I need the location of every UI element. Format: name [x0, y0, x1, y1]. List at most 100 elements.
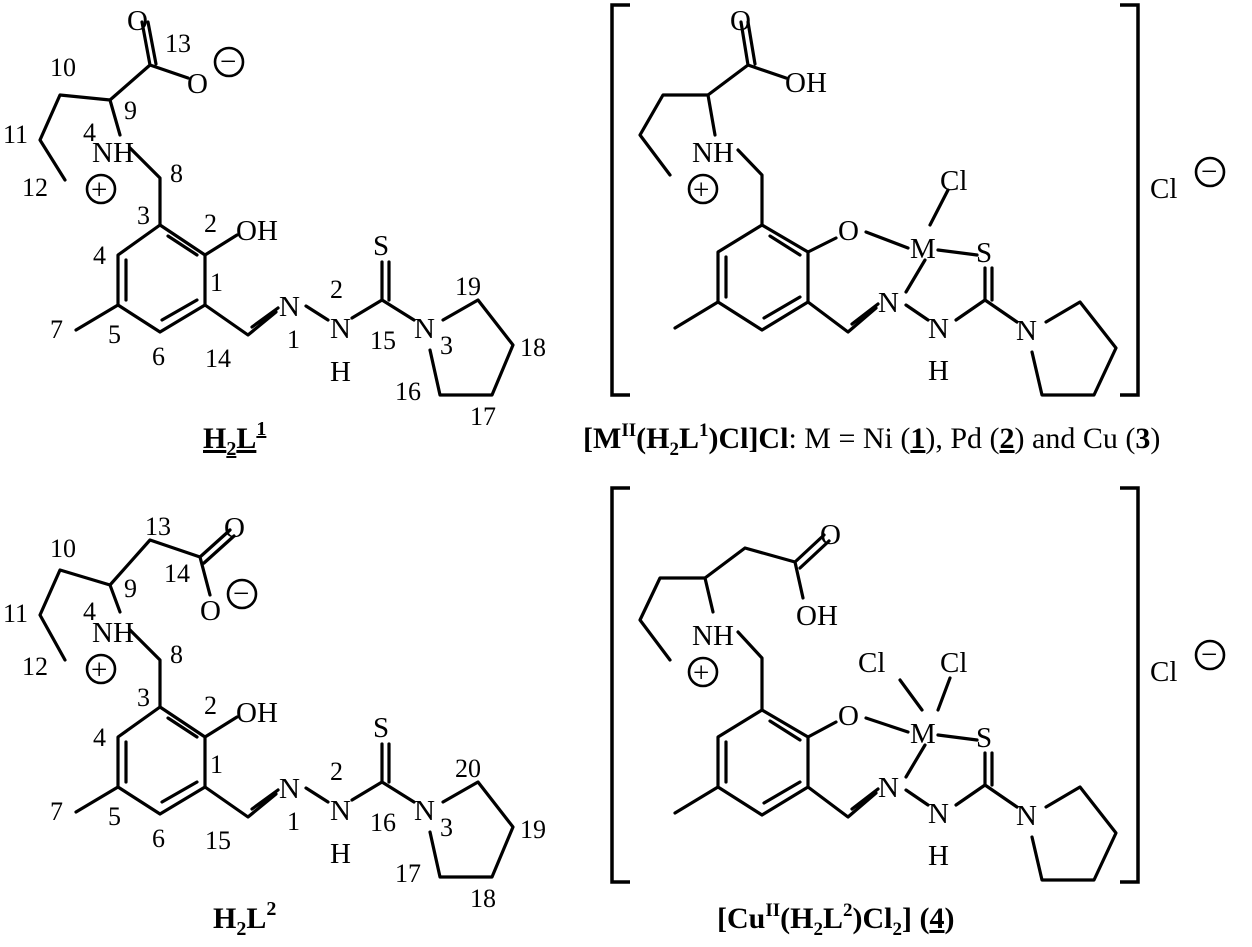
atom-label: OH — [785, 67, 827, 99]
svg-text:6: 6 — [152, 342, 165, 371]
svg-text:12: 12 — [22, 652, 48, 681]
counterion-chloride: Cl − — [1150, 156, 1226, 205]
atom-label: N — [279, 291, 300, 323]
svg-text:9: 9 — [124, 574, 137, 603]
svg-text:4: 4 — [83, 118, 96, 147]
atom-label: O — [838, 700, 859, 732]
atom-label: O — [820, 519, 841, 551]
svg-text:13: 13 — [145, 512, 171, 541]
structure-complex-1-3: O OH NH Cl O M S N N H N + Cl − [MII(H2L… — [583, 3, 1226, 460]
svg-text:10: 10 — [50, 534, 76, 563]
svg-text:+: + — [91, 174, 107, 206]
charge-plus: + — [85, 653, 117, 686]
svg-text:−: − — [1201, 156, 1217, 188]
atom-label: O — [224, 512, 245, 544]
svg-text:11: 11 — [3, 120, 28, 149]
atom-label: OH — [796, 600, 838, 632]
svg-text:2: 2 — [204, 691, 217, 720]
atom-label: N — [279, 773, 300, 805]
atom-label: H — [928, 355, 949, 387]
atom-label: O — [127, 5, 148, 37]
atom-label: O — [187, 68, 208, 100]
svg-text:+: + — [91, 654, 107, 686]
atom-label: S — [373, 230, 389, 262]
atom-label: NH — [692, 620, 734, 652]
svg-text:4: 4 — [93, 241, 106, 270]
svg-text:4: 4 — [83, 597, 96, 626]
svg-text:7: 7 — [50, 315, 63, 344]
svg-text:−: − — [1201, 639, 1217, 671]
svg-text:6: 6 — [152, 824, 165, 853]
svg-text:−: − — [233, 578, 249, 610]
svg-text:+: + — [693, 174, 709, 206]
svg-text:+: + — [693, 657, 709, 689]
atom-numbering-h2l2: 13 10 14 9 11 4 12 8 3 2 4 1 20 2 7 5 6 … — [3, 512, 546, 913]
atom-label: NH — [92, 617, 134, 649]
svg-text:3: 3 — [137, 201, 150, 230]
svg-text:17: 17 — [395, 859, 421, 888]
svg-text:15: 15 — [370, 326, 396, 355]
svg-text:1: 1 — [210, 750, 223, 779]
atom-label: Cl — [940, 647, 967, 679]
atom-label: O — [838, 215, 859, 247]
svg-text:1: 1 — [287, 807, 300, 836]
svg-text:14: 14 — [205, 344, 231, 373]
caption-h2l1: H2L1 — [203, 418, 266, 460]
svg-text:11: 11 — [3, 599, 28, 628]
atom-label: Cl — [858, 647, 885, 679]
caption-h2l2: H2L2 — [213, 898, 276, 940]
svg-text:4: 4 — [93, 723, 106, 752]
caption-complex-1-3: [MII(H2L1)Cl]Cl: M = Ni (1), Pd (2) and … — [583, 420, 1160, 460]
svg-text:12: 12 — [22, 173, 48, 202]
svg-text:3: 3 — [137, 683, 150, 712]
svg-text:19: 19 — [520, 815, 546, 844]
svg-text:8: 8 — [170, 640, 183, 669]
svg-text:9: 9 — [124, 96, 137, 125]
atom-label: H — [928, 840, 949, 872]
atom-label: N — [414, 313, 435, 345]
counterion-chloride: Cl − — [1150, 639, 1226, 688]
atom-label: N — [878, 287, 899, 319]
atom-label: O — [730, 5, 751, 37]
svg-text:19: 19 — [455, 272, 481, 301]
caption-complex-4: [CuII(H2L2)Cl2] (4) — [717, 900, 954, 940]
atom-label: N — [414, 795, 435, 827]
svg-text:5: 5 — [108, 320, 121, 349]
atom-label: O — [200, 595, 221, 627]
atom-label: NH — [92, 137, 134, 169]
svg-text:2: 2 — [330, 757, 343, 786]
atom-label: M — [910, 233, 936, 265]
svg-text:2: 2 — [330, 275, 343, 304]
atom-label: N — [330, 795, 351, 827]
svg-text:2: 2 — [204, 209, 217, 238]
svg-text:16: 16 — [395, 377, 421, 406]
atom-label: S — [373, 712, 389, 744]
charge-plus: + — [687, 656, 719, 689]
atom-labels-h2l1: O O NH OH N N H S N — [92, 5, 435, 388]
charge-minus: − — [226, 578, 258, 610]
svg-text:16: 16 — [370, 808, 396, 837]
svg-text:8: 8 — [170, 159, 183, 188]
structure-complex-4: O OH NH Cl Cl O M S N N H N + Cl − [CuII… — [610, 486, 1226, 940]
charge-minus: − — [213, 46, 245, 78]
atom-label: H — [330, 838, 351, 870]
atom-label: M — [910, 718, 936, 750]
svg-text:10: 10 — [50, 53, 76, 82]
svg-text:1: 1 — [210, 268, 223, 297]
atom-label: S — [976, 722, 992, 754]
svg-text:17: 17 — [470, 402, 496, 431]
svg-text:3: 3 — [440, 331, 453, 360]
svg-text:7: 7 — [50, 797, 63, 826]
atom-label: H — [330, 356, 351, 388]
structure-h2l2: O O NH OH N N H S N + − 13 10 14 9 11 4 … — [3, 512, 546, 940]
svg-text:14: 14 — [164, 559, 190, 588]
atom-label: N — [928, 798, 949, 830]
atom-label: OH — [236, 697, 278, 729]
charge-plus: + — [85, 173, 117, 206]
charge-plus: + — [687, 173, 719, 206]
svg-text:1: 1 — [287, 325, 300, 354]
svg-text:−: − — [220, 46, 236, 78]
atom-label: S — [976, 237, 992, 269]
svg-text:13: 13 — [165, 29, 191, 58]
atom-label: OH — [236, 215, 278, 247]
